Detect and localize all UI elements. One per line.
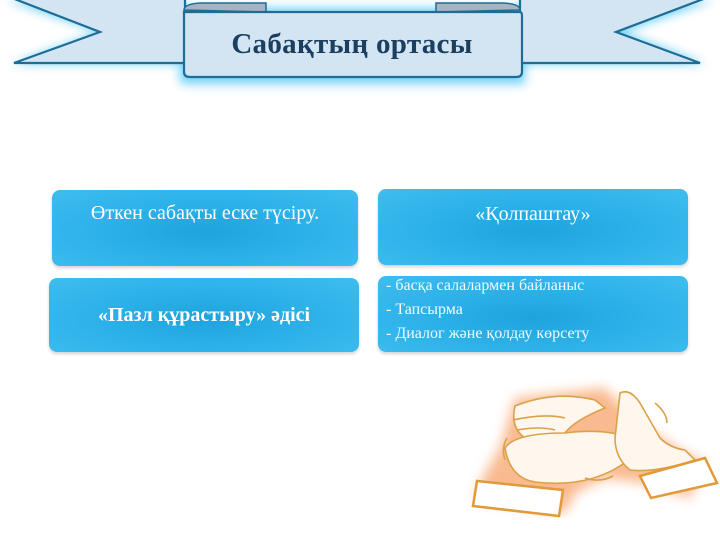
recall-box: Өткен сабақты еске түсіру. [52, 190, 358, 266]
page-title: Сабақтың ортасы [231, 27, 473, 60]
activity-item: - Тапсырма [386, 301, 463, 318]
activities-box: - басқа салалармен байланыс - Тапсырма -… [378, 276, 688, 352]
recall-text: Өткен сабақты еске түсіру. [90, 202, 320, 224]
puzzle-method-box: «Пазл құрастыру» әдісі [49, 278, 359, 352]
activity-item: - басқа салалармен байланыс [386, 277, 585, 294]
ribbon-banner-shape [6, 0, 714, 84]
activity-item: - Диалог және қолдау көрсету [386, 325, 590, 342]
puzzle-method-text: «Пазл құрастыру» әдісі [97, 303, 311, 326]
clapping-hands-icon [455, 378, 720, 518]
support-box: «Қолпаштау» [378, 189, 688, 265]
title-ribbon: Сабақтың ортасы [0, 0, 720, 100]
support-text: «Қолпаштау» [475, 203, 591, 225]
